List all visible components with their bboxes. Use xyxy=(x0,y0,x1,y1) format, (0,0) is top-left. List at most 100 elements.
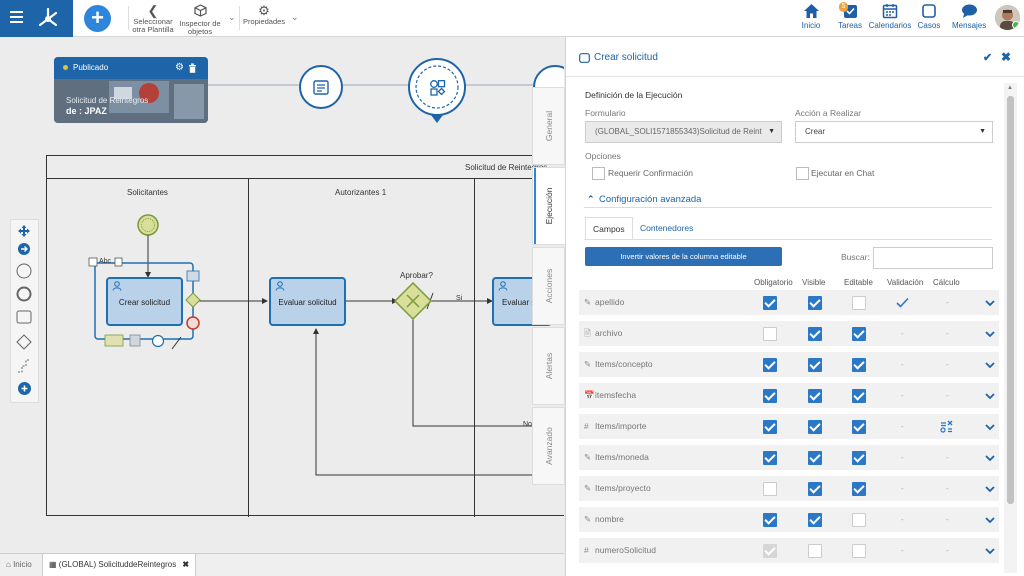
menu-icon[interactable] xyxy=(10,11,23,25)
connector-icon[interactable] xyxy=(16,358,32,374)
calculation-formula-icon[interactable] xyxy=(940,420,954,436)
chevron-down-icon[interactable] xyxy=(985,484,995,494)
chevron-down-icon[interactable] xyxy=(985,422,995,432)
editable-checkbox[interactable] xyxy=(852,451,866,465)
app-logo-icon[interactable] xyxy=(37,6,59,33)
validation-empty[interactable]: - xyxy=(901,453,904,462)
calculation-empty[interactable]: - xyxy=(946,298,949,307)
text-tool-label[interactable]: Abc xyxy=(99,258,112,265)
visible-checkbox[interactable] xyxy=(808,420,822,434)
nav-casos[interactable]: Casos xyxy=(917,3,941,30)
search-input[interactable] xyxy=(873,247,993,269)
shapes-step-icon[interactable] xyxy=(429,79,446,99)
editable-checkbox[interactable] xyxy=(852,327,866,341)
calculation-empty[interactable]: - xyxy=(946,484,949,493)
calculation-empty[interactable]: - xyxy=(946,360,949,369)
calculation-empty[interactable]: - xyxy=(946,515,949,524)
chevron-down-icon[interactable] xyxy=(985,391,995,401)
trash-icon[interactable] xyxy=(188,63,197,76)
bottom-tab-home[interactable]: ⌂ Inicio xyxy=(6,560,32,569)
validation-empty[interactable]: - xyxy=(901,515,904,524)
editable-checkbox[interactable] xyxy=(852,544,866,558)
visible-checkbox[interactable] xyxy=(808,451,822,465)
editable-checkbox[interactable] xyxy=(852,389,866,403)
invert-editable-button[interactable]: Invertir valores de la columna editable xyxy=(585,247,782,266)
form-step-icon[interactable] xyxy=(313,80,329,98)
bottom-tab-process[interactable]: ▦ (GLOBAL) SolicituddeReintegros ✖ xyxy=(42,554,197,576)
visible-checkbox[interactable] xyxy=(808,358,822,372)
nav-inicio[interactable]: Inicio xyxy=(798,3,824,30)
chevron-down-icon[interactable] xyxy=(985,298,995,308)
validation-empty[interactable]: - xyxy=(901,546,904,555)
chevron-down-icon[interactable]: ⌄ xyxy=(228,12,236,22)
gateway-shape-icon[interactable] xyxy=(16,334,32,350)
add-button[interactable]: + xyxy=(84,5,111,32)
form-select[interactable]: (GLOBAL_SOLI1571855343)Solicitud de Rein… xyxy=(585,121,782,143)
tab-alertas[interactable]: Alertas xyxy=(532,327,565,405)
tab-general[interactable]: General xyxy=(532,87,565,165)
table-row[interactable]: ✎Items/concepto-- xyxy=(579,352,999,377)
chevron-down-icon[interactable] xyxy=(985,453,995,463)
obligatorio-checkbox[interactable] xyxy=(763,482,777,496)
move-icon[interactable] xyxy=(16,225,32,241)
scrollbar-thumb[interactable] xyxy=(1007,96,1014,504)
visible-checkbox[interactable] xyxy=(808,327,822,341)
validation-empty[interactable]: - xyxy=(901,422,904,431)
editable-checkbox[interactable] xyxy=(852,420,866,434)
table-row[interactable]: ✎Items/proyecto-- xyxy=(579,476,999,501)
tab-avanzado[interactable]: Avanzado xyxy=(532,407,565,485)
calculation-empty[interactable]: - xyxy=(946,391,949,400)
editable-checkbox[interactable] xyxy=(852,358,866,372)
select-template-button[interactable]: ❮ Seleccionar otra Plantilla xyxy=(132,3,174,34)
table-row[interactable]: #Items/importe- xyxy=(579,414,999,439)
object-inspector-button[interactable]: Inspector de objetos xyxy=(177,4,223,36)
nav-mensajes[interactable]: Mensajes xyxy=(952,3,986,30)
task-shape-icon[interactable] xyxy=(16,310,32,326)
advanced-config-toggle[interactable]: Configuración avanzada xyxy=(599,194,702,205)
chevron-down-icon[interactable] xyxy=(985,546,995,556)
arrow-right-icon[interactable] xyxy=(16,243,32,259)
task-evaluar-solicitud[interactable]: Evaluar solicitud xyxy=(269,277,346,326)
calculation-empty[interactable]: - xyxy=(946,453,949,462)
user-avatar[interactable] xyxy=(995,5,1020,30)
chevron-down-icon[interactable] xyxy=(985,360,995,370)
properties-button[interactable]: ⚙ Propiedades xyxy=(242,3,286,26)
action-select[interactable]: Crear▼ xyxy=(795,121,993,143)
tab-contenedores[interactable]: Contenedores xyxy=(640,223,694,233)
chevron-down-icon[interactable] xyxy=(985,329,995,339)
task-crear-solicitud[interactable]: Crear solicitud xyxy=(106,277,183,326)
nav-calendarios[interactable]: Calendarios xyxy=(868,3,912,30)
obligatorio-checkbox[interactable] xyxy=(763,420,777,434)
validation-check-icon[interactable] xyxy=(896,297,909,311)
close-icon[interactable]: ✖ xyxy=(182,560,190,569)
scroll-up-icon[interactable]: ▲ xyxy=(1007,85,1013,91)
tab-ejecucion[interactable]: Ejecución xyxy=(532,167,565,245)
confirm-icon[interactable]: ✔ xyxy=(983,52,993,64)
obligatorio-checkbox[interactable] xyxy=(763,296,777,310)
table-row[interactable]: ✎apellido- xyxy=(579,290,999,315)
chevron-up-icon[interactable]: ⌃ xyxy=(587,194,595,204)
table-row[interactable]: 📅itemsfecha-- xyxy=(579,383,999,408)
tab-campos[interactable]: Campos xyxy=(585,217,633,240)
bpmn-pool[interactable]: Solicitud de Reintegros Solicitantes Aut… xyxy=(46,155,564,517)
calculation-empty[interactable]: - xyxy=(946,329,949,338)
diagram-canvas[interactable]: Publicado ⚙ Solicitud de Reintegros de :… xyxy=(0,37,564,553)
visible-checkbox[interactable] xyxy=(808,389,822,403)
tab-acciones[interactable]: Acciones xyxy=(532,247,565,325)
obligatorio-checkbox[interactable] xyxy=(763,358,777,372)
visible-checkbox[interactable] xyxy=(808,482,822,496)
editable-checkbox[interactable] xyxy=(852,296,866,310)
add-circle-icon[interactable] xyxy=(16,382,32,398)
table-row[interactable]: ✎Items/moneda-- xyxy=(579,445,999,470)
start-event-icon[interactable] xyxy=(16,263,32,279)
obligatorio-checkbox[interactable] xyxy=(763,389,777,403)
editable-checkbox[interactable] xyxy=(852,513,866,527)
obligatorio-checkbox[interactable] xyxy=(763,513,777,527)
end-event-icon[interactable] xyxy=(16,286,32,302)
require-confirmation-checkbox[interactable] xyxy=(592,167,605,180)
nav-tareas[interactable]: 5 Tareas xyxy=(837,2,862,30)
validation-empty[interactable]: - xyxy=(901,484,904,493)
table-row[interactable]: ✎nombre-- xyxy=(579,507,999,532)
obligatorio-checkbox[interactable] xyxy=(763,327,777,341)
validation-empty[interactable]: - xyxy=(901,329,904,338)
